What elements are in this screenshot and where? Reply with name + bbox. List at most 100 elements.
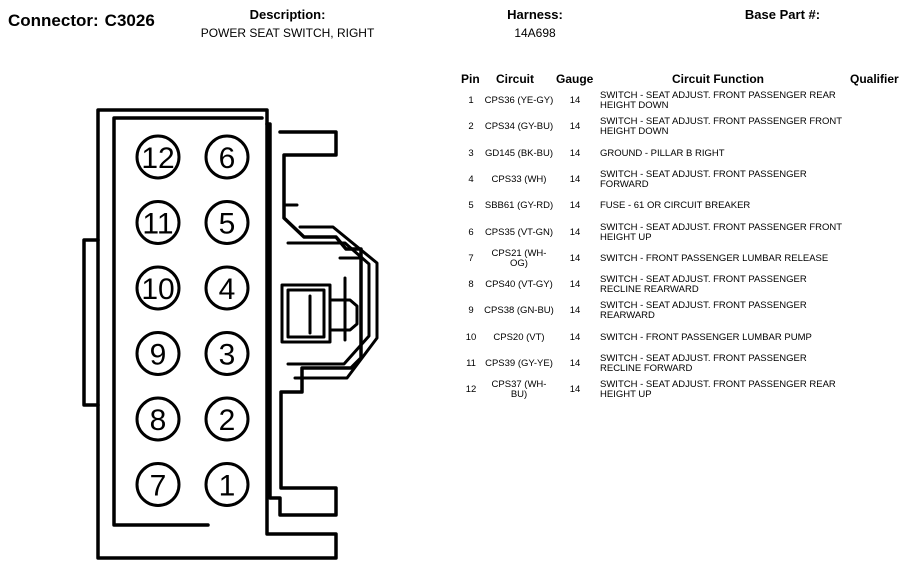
connector-body-outline [96, 108, 338, 560]
table-row: 10 CPS20 (VT) 14 SWITCH - FRONT PASSENGER L… [456, 325, 896, 351]
connector-left-tab [82, 238, 100, 407]
pin-cavity-circle [204, 462, 250, 507]
column-header-pin: Pin [461, 72, 480, 86]
pin-cavity-number: 10 [141, 273, 174, 306]
table-row: 5 SBB61 (GY-RD) 14 FUSE - 61 OR CIRCUIT BRE… [456, 193, 896, 219]
table-row: 2 CPS34 (GY-BU) 14 SWITCH - SEAT ADJUST. FR… [456, 114, 896, 140]
pin-cavity-number: 4 [219, 273, 236, 306]
row-circuit: CPS21 (WH-OG) [491, 247, 547, 269]
row-circuit-function: GROUND - PILLAR B RIGHT [600, 147, 725, 159]
row-circuit-function: FUSE - 61 OR CIRCUIT BREAKER [600, 200, 751, 212]
row-pin: 4 [468, 173, 474, 185]
connector-inner-edge [112, 116, 264, 527]
table-row: 3 GD145 (BK-BU) 14 GROUND - PILLAR B RIGHT [456, 141, 896, 167]
row-circuit-function: SWITCH - SEAT ADJUST. FRONT PASSENGER FO… [600, 168, 807, 190]
row-circuit: GD145 (BK-BU) [484, 147, 554, 159]
row-pin: 11 [466, 358, 476, 369]
row-gauge: 14 [569, 252, 581, 264]
connector-label: Connector: [8, 11, 99, 30]
row-gauge: 14 [569, 173, 581, 185]
row-pin: 3 [468, 147, 474, 159]
row-pin: 5 [468, 200, 474, 212]
pin-cavity-number: 9 [150, 339, 167, 372]
row-circuit-function: SWITCH - SEAT ADJUST. FRONT PASSENGER RE… [600, 300, 807, 322]
column-header-circuit: Circuit [496, 72, 535, 86]
description-label: Description: [249, 7, 326, 22]
description-block: Description: POWER SEAT SWITCH, RIGHT [180, 7, 395, 40]
row-pin: 6 [468, 226, 474, 238]
table-row: 7 CPS21 (WH-OG) 14 SWITCH - FRONT PASSENGER… [456, 246, 896, 272]
harness-value: 14A698 [514, 26, 556, 40]
row-circuit-function: SWITCH - SEAT ADJUST. FRONT PASSENGER RE… [600, 353, 807, 374]
pin-cavity-circle [204, 396, 250, 442]
row-circuit: CPS35 (VT-GN) [484, 226, 554, 238]
pin-cavity-circle [204, 134, 250, 180]
base-part-block: Base Part #: [735, 7, 830, 26]
pin-cavity-circle [204, 200, 250, 245]
pin-cavity-circle [135, 134, 181, 180]
row-circuit-function: SWITCH - FRONT PASSENGER LUMBAR PUMP [600, 331, 812, 343]
connector-latch-lever [286, 225, 379, 380]
pin-cavity-number: 1 [219, 470, 236, 503]
pin-cavity-number: 8 [150, 404, 167, 437]
pin-cavity-number: 2 [219, 404, 236, 437]
row-circuit: SBB61 (GY-RD) [484, 200, 554, 212]
base-part-label: Base Part #: [744, 7, 821, 22]
table-row: 12 CPS37 (WH-BU) 14 SWITCH - SEAT ADJUST. F… [456, 377, 896, 403]
row-gauge: 14 [569, 305, 581, 317]
row-pin: 12 [465, 384, 477, 396]
row-gauge: 14 [569, 279, 581, 291]
pin-cavity-circle [135, 331, 181, 376]
table-row: 11 CPS39 (GY-YE) 14 SWITCH - SEAT ADJUST. F… [456, 351, 896, 377]
row-pin: 2 [468, 121, 474, 133]
row-gauge: 14 [569, 200, 581, 212]
harness-label: Harness: [507, 7, 563, 22]
row-circuit: CPS37 (WH-BU) [491, 379, 547, 401]
connector-title: Connector:C3026 [8, 11, 161, 31]
row-pin: 7 [468, 252, 474, 264]
row-circuit: CPS34 (GY-BU) [484, 121, 554, 133]
row-circuit: CPS38 (GN-BU) [484, 305, 554, 317]
column-header-qualifier: Qualifier [850, 72, 899, 86]
pin-cavity-number: 7 [150, 470, 167, 503]
harness-block: Harness: 14A698 [490, 7, 580, 40]
row-circuit-function: SWITCH - SEAT ADJUST. FRONT PASSENGER RE… [600, 90, 836, 111]
row-pin: 1 [468, 95, 474, 106]
row-circuit-function: SWITCH - SEAT ADJUST. FRONT PASSENGER FR… [600, 221, 842, 243]
row-circuit: CPS33 (WH) [491, 173, 547, 185]
row-gauge: 14 [569, 331, 581, 343]
description-value: POWER SEAT SWITCH, RIGHT [200, 26, 375, 40]
row-circuit-function: SWITCH - FRONT PASSENGER LUMBAR RELEASE [600, 252, 829, 264]
row-gauge: 14 [569, 121, 581, 133]
table-row: 4 CPS33 (WH) 14 SWITCH - SEAT ADJUST. FRONT… [456, 167, 896, 193]
pin-cavity-number: 6 [219, 142, 236, 175]
column-header-circuit-function: Circuit Function [672, 72, 764, 86]
row-pin: 8 [468, 279, 474, 291]
row-gauge: 14 [569, 384, 581, 396]
pin-cavity-number: 11 [142, 208, 173, 241]
row-pin: 10 [465, 331, 477, 343]
row-gauge: 14 [569, 95, 581, 106]
pin-cavity-circle [135, 265, 181, 311]
row-circuit-function: SWITCH - SEAT ADJUST. FRONT PASSENGER RE… [600, 274, 807, 296]
row-circuit-function: SWITCH - SEAT ADJUST. FRONT PASSENGER RE… [600, 379, 836, 401]
row-circuit: CPS40 (VT-GY) [485, 279, 553, 291]
table-row: 8 CPS40 (VT-GY) 14 SWITCH - SEAT ADJUST. FR… [456, 272, 896, 298]
pin-cavity-number: 3 [219, 339, 236, 372]
row-gauge: 14 [569, 358, 581, 369]
pin-cavity-circle [135, 462, 181, 507]
row-gauge: 14 [569, 147, 581, 159]
pin-cavity-number: 12 [141, 142, 174, 175]
row-circuit: CPS39 (GY-YE) [485, 358, 553, 369]
row-circuit: CPS20 (VT) [493, 331, 545, 343]
pin-cavity-circle [204, 265, 250, 311]
pin-cavity-circle [135, 396, 181, 442]
pin-cavity-number: 5 [219, 208, 236, 241]
pin-cavity-circle [135, 200, 181, 245]
column-header-gauge: Gauge [556, 72, 594, 86]
row-circuit-function: SWITCH - SEAT ADJUST. FRONT PASSENGER FR… [600, 116, 842, 138]
row-circuit: CPS36 (YE-GY) [484, 95, 554, 106]
